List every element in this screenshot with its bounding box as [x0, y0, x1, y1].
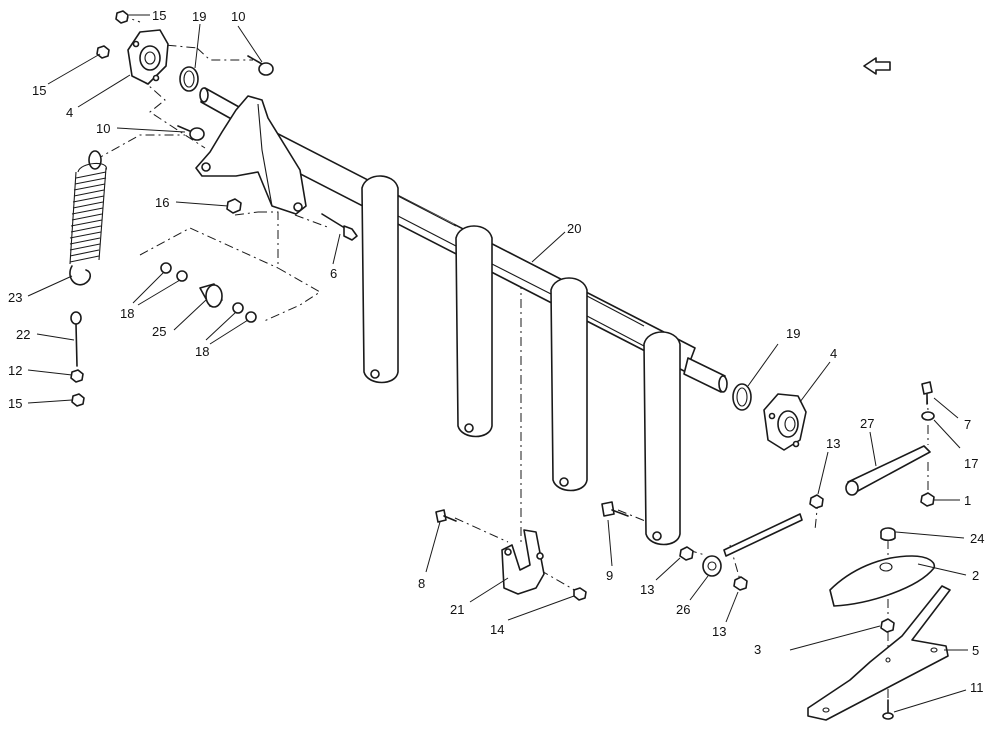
callout-20: 20	[567, 221, 581, 236]
assembly-lines	[94, 14, 929, 700]
callouts: 15 19 10 15 4 10 16 6 23 22 12 15 18 25 …	[8, 8, 984, 695]
callout-5: 5	[972, 643, 979, 658]
callout-4-right: 4	[830, 346, 837, 361]
washers-18-left	[160, 262, 188, 282]
callout-18-left: 18	[120, 306, 134, 321]
link-27	[845, 445, 931, 496]
callout-23: 23	[8, 290, 22, 305]
callout-13-upper: 13	[826, 436, 840, 451]
callout-27: 27	[860, 416, 874, 431]
callout-9: 9	[606, 568, 613, 583]
snap-ring-19-right	[732, 383, 752, 411]
callout-26: 26	[676, 602, 690, 617]
arrow-icon	[863, 57, 891, 75]
rod-end-26	[702, 513, 803, 577]
callout-12: 12	[8, 363, 22, 378]
nut-13-c	[809, 494, 824, 509]
callout-16: 16	[155, 195, 169, 210]
callout-21: 21	[450, 602, 464, 617]
screw-11	[882, 699, 894, 720]
callout-8: 8	[418, 576, 425, 591]
leader-lines	[27, 14, 968, 713]
nut-15-left	[96, 45, 110, 59]
nut-13-a	[679, 546, 694, 561]
flange-bearing-upper	[127, 29, 169, 85]
nut-12	[70, 369, 84, 383]
nut-16	[226, 198, 242, 214]
callout-2: 2	[972, 568, 979, 583]
callout-25: 25	[152, 324, 166, 339]
extension-spring	[69, 150, 107, 286]
nut-13-b	[733, 576, 748, 591]
callout-17: 17	[964, 456, 978, 471]
callout-22: 22	[16, 327, 30, 342]
callout-19-right: 19	[786, 326, 800, 341]
bolt-9	[601, 501, 629, 517]
callout-14: 14	[490, 622, 504, 637]
callout-3: 3	[754, 642, 761, 657]
callout-6: 6	[330, 266, 337, 281]
callout-10-top: 10	[231, 9, 245, 24]
callout-15-top: 15	[152, 8, 166, 23]
nut-15-top	[115, 10, 129, 24]
snap-ring-19-upper	[179, 66, 199, 92]
flange-bearing-right	[763, 393, 807, 451]
carriage-bolt-10-lower	[177, 125, 205, 141]
nut-3	[880, 618, 895, 633]
cam-plate-2	[829, 555, 936, 607]
bolt-8	[435, 509, 457, 523]
bushing-25	[199, 283, 223, 308]
callout-15-left: 15	[32, 83, 46, 98]
nut-14	[573, 587, 587, 601]
callout-4-upper: 4	[66, 105, 73, 120]
callout-15-spring: 15	[8, 396, 22, 411]
screw-7	[921, 381, 933, 405]
nut-15-spring	[71, 393, 85, 407]
callout-13-a: 13	[640, 582, 654, 597]
callout-10-lower: 10	[96, 121, 110, 136]
callout-1: 1	[964, 493, 971, 508]
bolt-6	[321, 213, 358, 241]
washer-17	[921, 411, 935, 421]
washers-18-right	[232, 302, 257, 323]
callout-24: 24	[970, 531, 984, 546]
carriage-bolt-10-upper	[247, 55, 274, 76]
clevis-21	[501, 529, 545, 595]
callout-11: 11	[970, 680, 984, 695]
mount-plate-5	[807, 585, 951, 721]
spacer-24	[880, 527, 896, 542]
shaft-assembly	[195, 87, 728, 546]
callout-18-right: 18	[195, 344, 209, 359]
callout-7: 7	[964, 417, 971, 432]
callout-19-top: 19	[192, 9, 206, 24]
callout-13-b: 13	[712, 624, 726, 639]
eye-bolt-22	[70, 311, 82, 367]
nut-1	[920, 492, 935, 507]
